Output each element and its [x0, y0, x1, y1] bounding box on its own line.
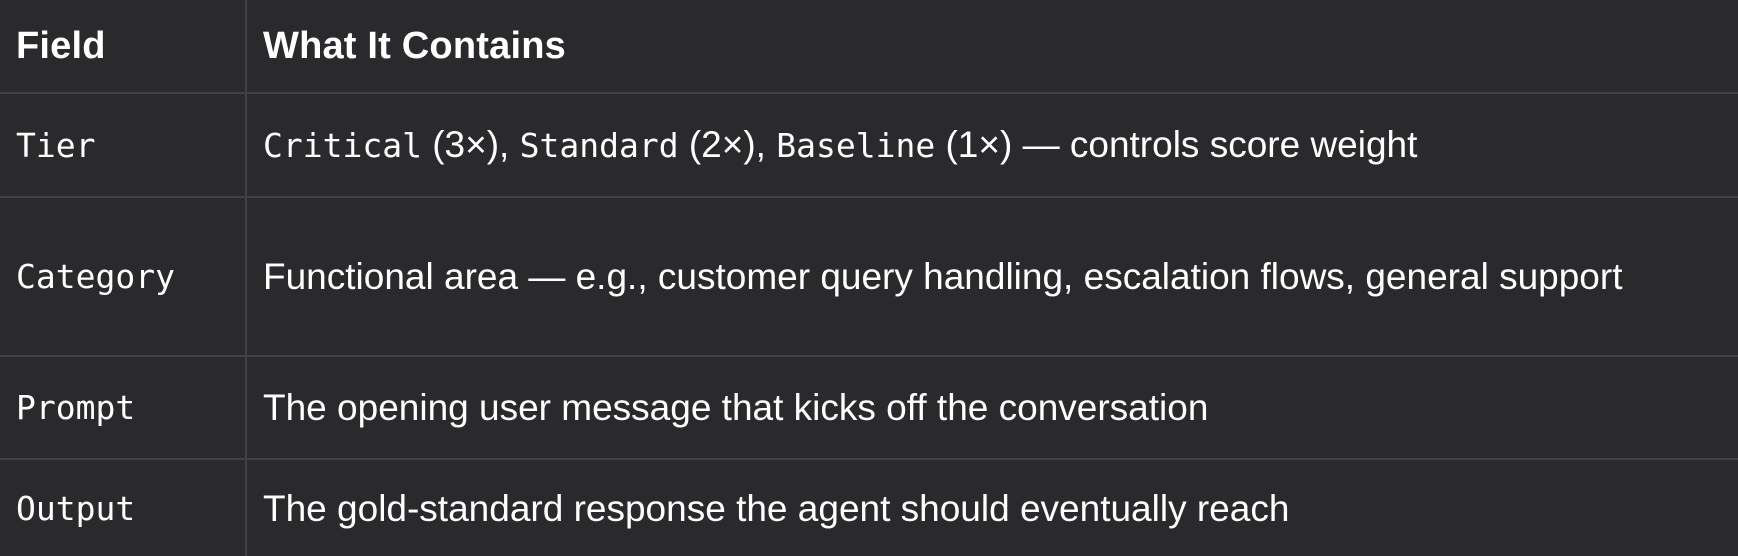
- tier-standard-weight: (2×),: [678, 124, 777, 165]
- field-name-category: Category: [0, 196, 247, 357]
- tier-baseline-weight: (1×) — controls score weight: [935, 124, 1418, 165]
- table-row: Tier Critical (3×), Standard (2×), Basel…: [0, 92, 1738, 198]
- header-what-it-contains: What It Contains: [245, 0, 1738, 94]
- tier-baseline-code: Baseline: [776, 126, 936, 165]
- field-name-prompt: Prompt: [0, 355, 247, 460]
- field-description-prompt: The opening user message that kicks off …: [245, 355, 1738, 460]
- field-name-tier: Tier: [0, 92, 247, 198]
- table-row: Prompt The opening user message that kic…: [0, 355, 1738, 460]
- tier-critical-code: Critical: [263, 126, 422, 165]
- table-header-row: Field What It Contains: [0, 0, 1738, 94]
- field-description-output: The gold-standard response the agent sho…: [245, 458, 1738, 556]
- field-description-category: Functional area — e.g., customer query h…: [245, 196, 1738, 357]
- header-field: Field: [0, 0, 247, 94]
- tier-standard-code: Standard: [519, 126, 679, 165]
- tier-critical-weight: (3×),: [421, 124, 520, 165]
- table-row: Output The gold-standard response the ag…: [0, 458, 1738, 556]
- field-description-tier: Critical (3×), Standard (2×), Baseline (…: [245, 92, 1738, 198]
- field-name-output: Output: [0, 458, 247, 556]
- table-row: Category Functional area — e.g., custome…: [0, 196, 1738, 357]
